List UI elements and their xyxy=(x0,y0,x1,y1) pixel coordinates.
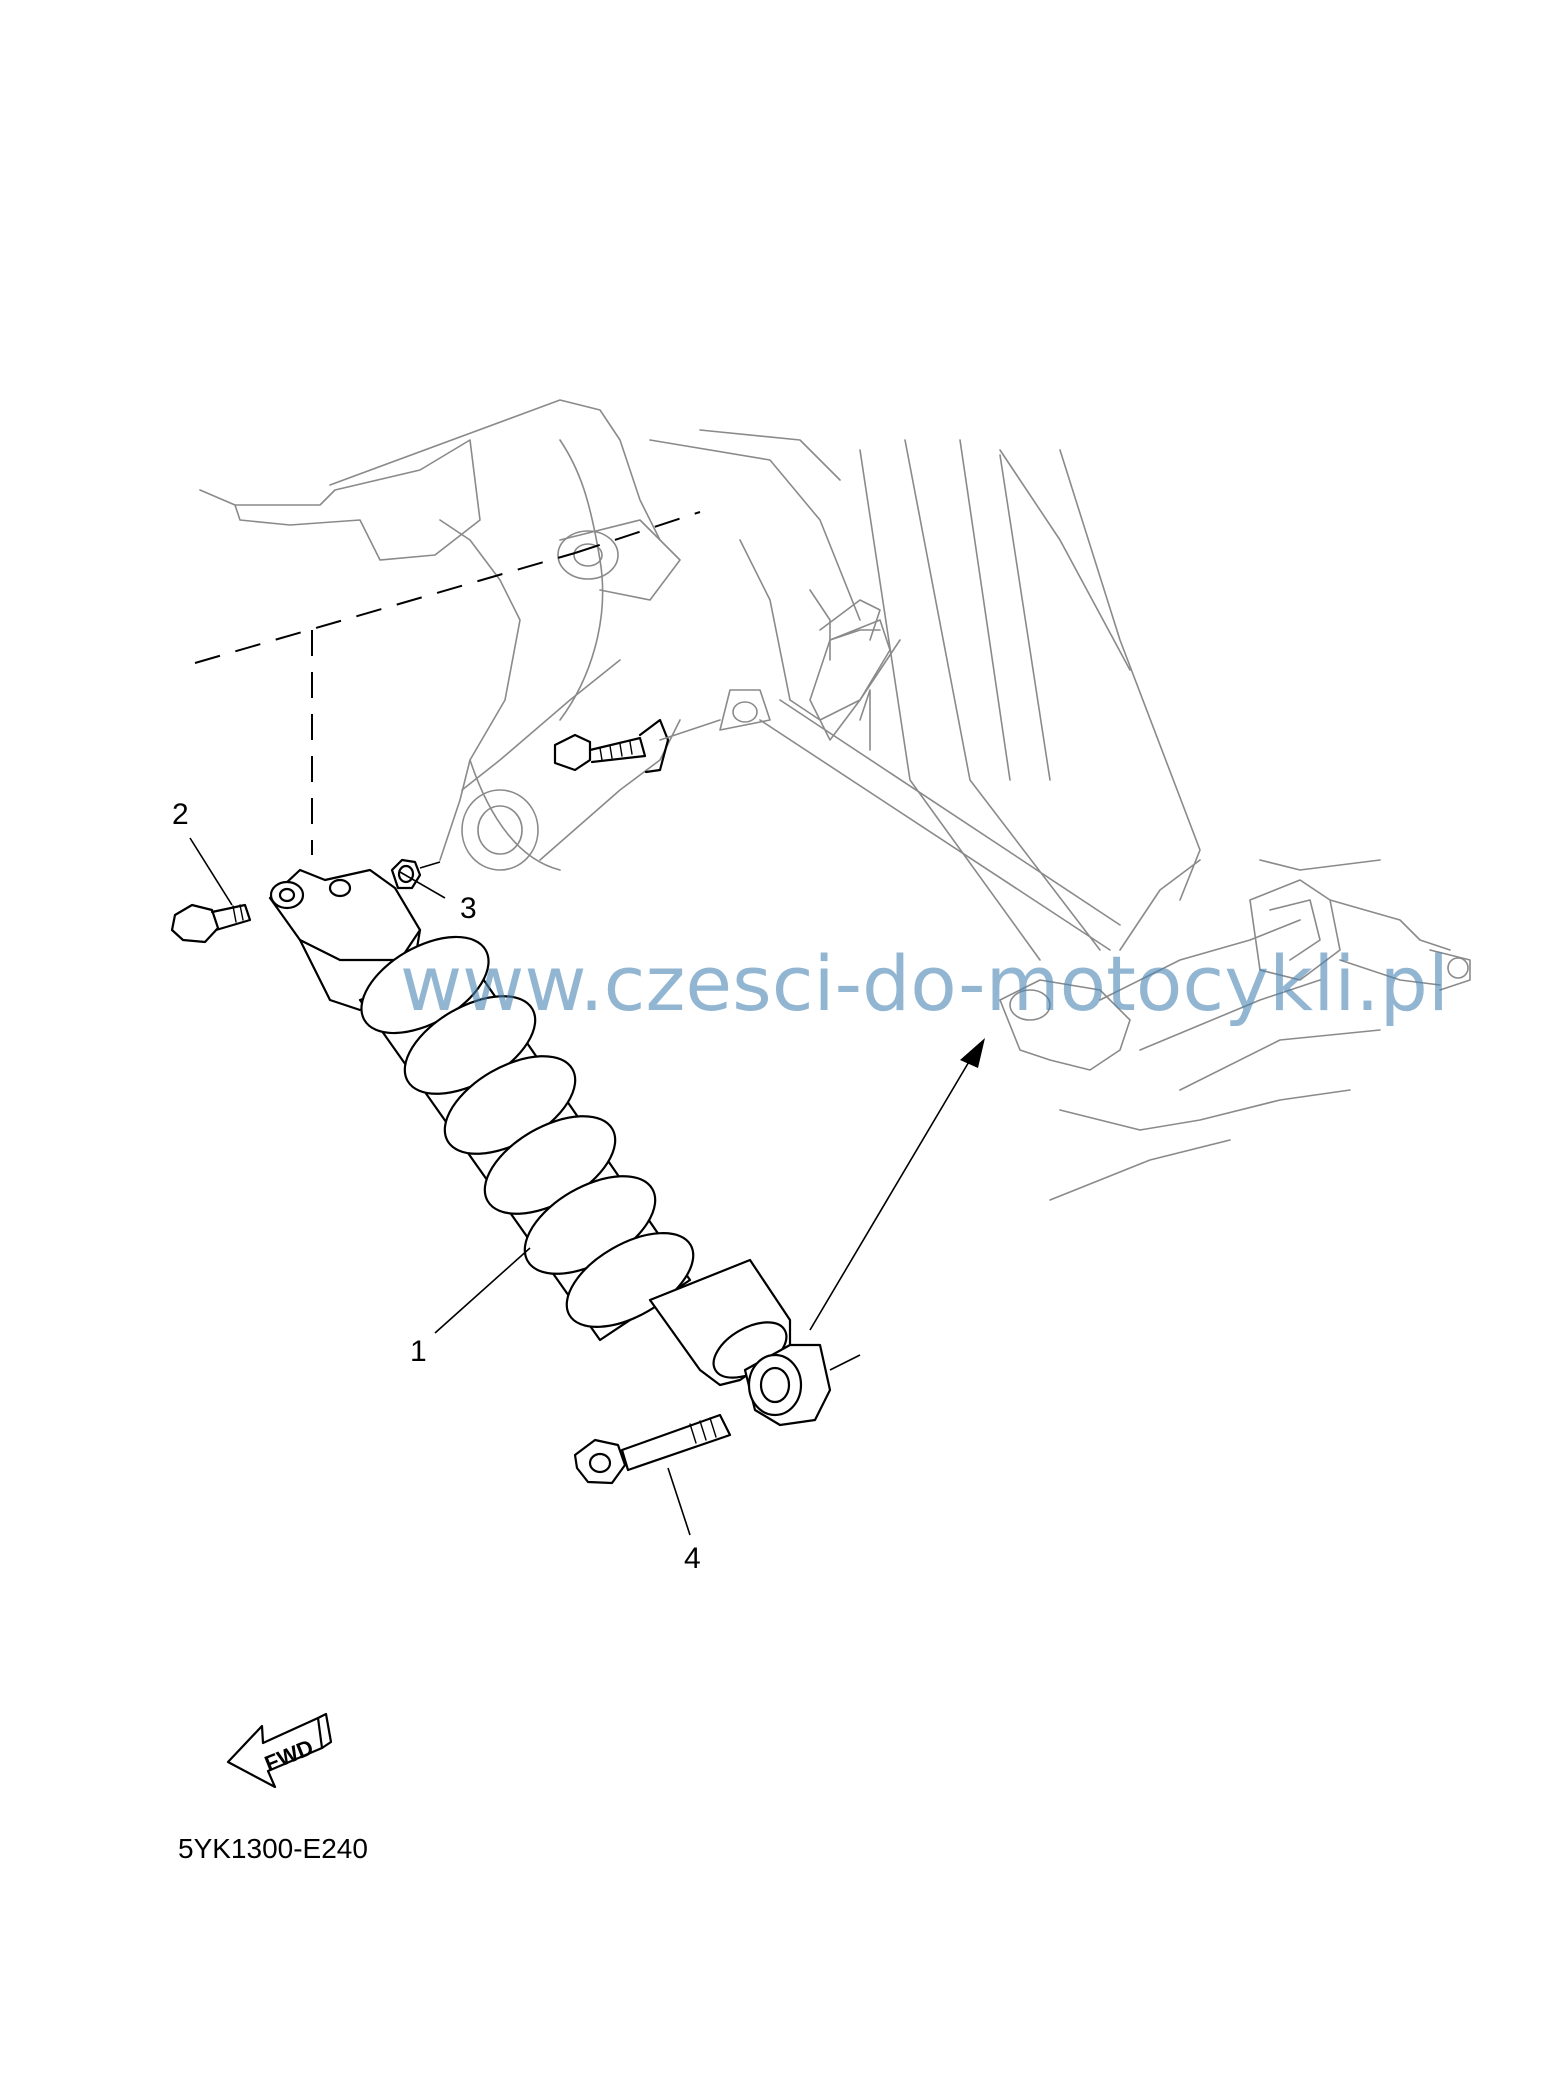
mounting-direction-arrow xyxy=(809,1038,985,1331)
callout-4: 4 xyxy=(684,1542,701,1575)
callout-2: 2 xyxy=(172,798,189,831)
alignment-dashed-lines xyxy=(194,511,701,855)
callout-leaders xyxy=(189,837,691,1536)
bolt-2 xyxy=(170,903,252,944)
spring-coils xyxy=(360,935,695,1328)
motorcycle-frame-outline xyxy=(199,399,1471,1201)
bolt-4 xyxy=(573,1413,732,1485)
callout-3: 3 xyxy=(460,892,477,925)
upper-mount-bolt-drawing xyxy=(553,718,721,774)
drawing-code: 5YK1300-E240 xyxy=(178,1833,368,1864)
nut-3 xyxy=(390,858,441,890)
shock-absorber xyxy=(268,868,861,1427)
forward-direction-icon: FWD xyxy=(226,1712,333,1789)
watermark-text: www.czesci-do-motocykli.pl xyxy=(400,939,1449,1028)
callout-1: 1 xyxy=(410,1335,427,1368)
